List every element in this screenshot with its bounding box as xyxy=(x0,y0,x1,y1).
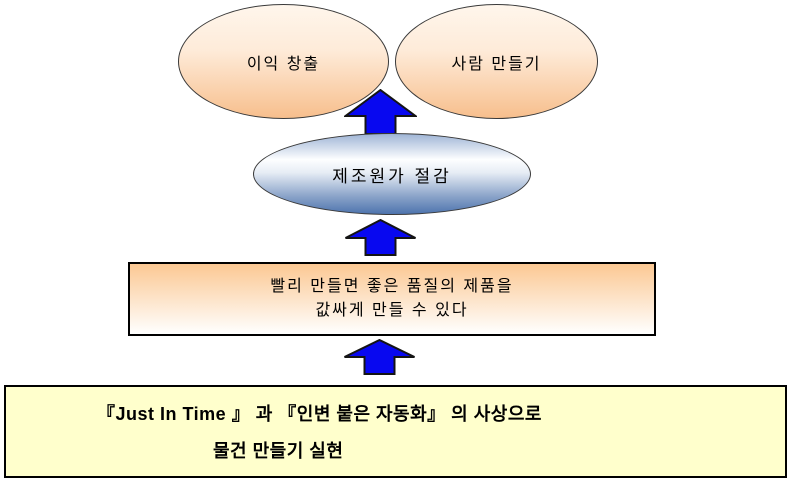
ellipse-people-building: 사람 만들기 xyxy=(395,4,598,119)
ellipse-profit-creation-label: 이익 창출 xyxy=(246,55,321,73)
up-arrow-icon xyxy=(345,219,416,256)
up-arrow-icon xyxy=(344,89,417,135)
ellipse-manufacturing-cost-reduction: 제조원가 절감 xyxy=(253,133,531,215)
benefit-box-line1: 빨리 만들면 좋은 품질의 제품을 xyxy=(270,278,514,295)
ellipse-manufacturing-cost-reduction-label: 제조원가 절감 xyxy=(332,166,452,186)
benefit-box-line2: 값싸게 만들 수 있다 xyxy=(315,302,469,319)
benefit-box: 빨리 만들면 좋은 품질의 제품을 값싸게 만들 수 있다 xyxy=(128,262,656,336)
foundation-box: 『Just In Time 』 과 『인변 붙은 자동화』 의 사상으로 물건 … xyxy=(4,385,787,478)
ellipse-profit-creation: 이익 창출 xyxy=(178,4,389,119)
ellipse-people-building-label: 사람 만들기 xyxy=(451,55,542,73)
up-arrow-icon xyxy=(344,339,415,375)
foundation-box-line2: 물건 만들기 실현 xyxy=(213,441,344,461)
foundation-box-line1: 『Just In Time 』 과 『인변 붙은 자동화』 의 사상으로 xyxy=(97,404,542,424)
